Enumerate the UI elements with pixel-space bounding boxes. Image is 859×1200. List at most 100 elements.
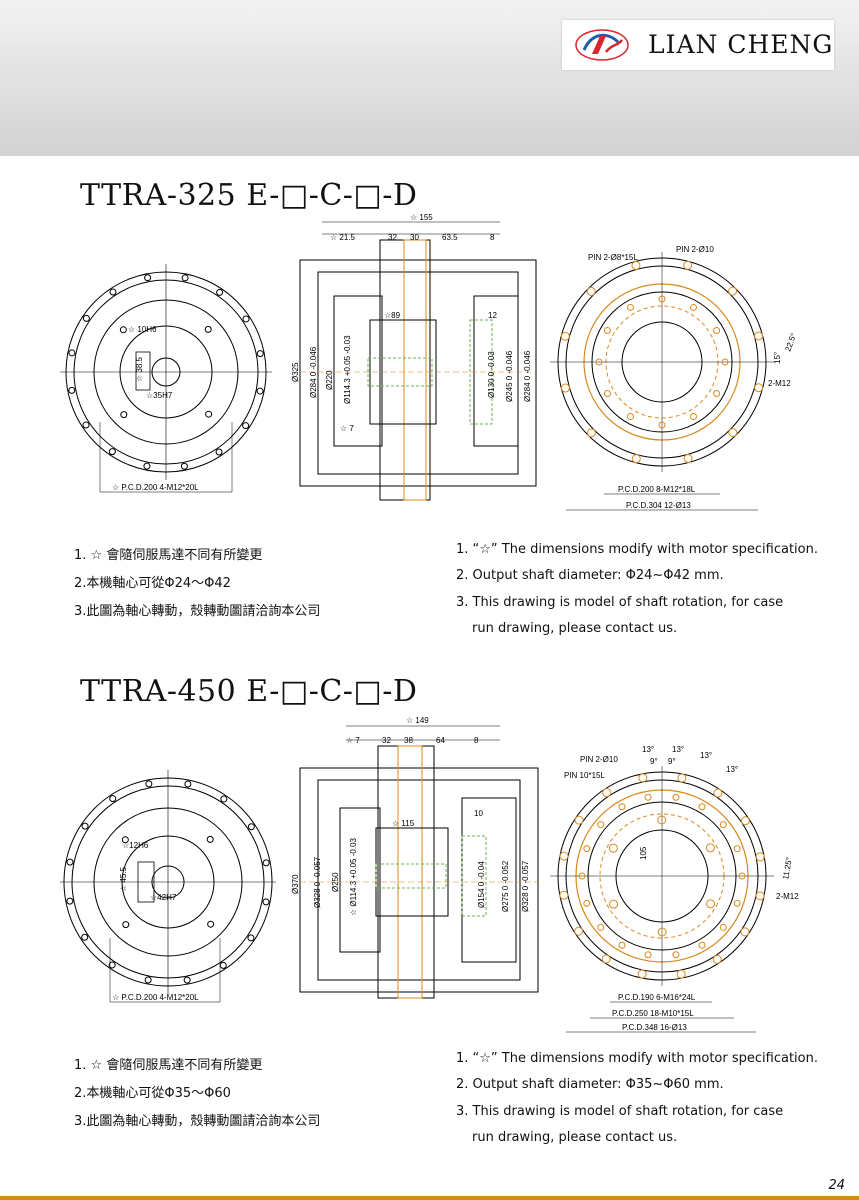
bolt-hole — [638, 773, 648, 783]
svg-text:☆12H6: ☆12H6 — [122, 841, 149, 850]
bolt-hole — [733, 845, 741, 853]
bolt-hole — [683, 454, 693, 464]
svg-text:☆35H7: ☆35H7 — [146, 391, 173, 400]
svg-text:☆ Ø114.3 +0.05 -0.03: ☆ Ø114.3 +0.05 -0.03 — [349, 837, 358, 916]
bolt-hole — [644, 793, 652, 801]
bolt-hole — [181, 274, 189, 282]
note-zh-2-2: 2.本機軸心可從Φ35～Φ60 — [74, 1086, 231, 1101]
bolt-hole — [728, 428, 738, 438]
bolt-hole — [184, 780, 192, 788]
svg-text:8: 8 — [474, 736, 479, 745]
side-view-325 — [299, 221, 537, 501]
bolt-hole — [601, 954, 611, 964]
svg-text:10: 10 — [474, 809, 483, 818]
bolt-hole — [631, 260, 641, 270]
bolt-hole — [247, 934, 255, 942]
pcd-label: ☆ P.C.D.200 4-M12*20L — [112, 483, 199, 492]
note-en-2-1: 1. “☆” The dimensions modify with motor … — [456, 1051, 818, 1066]
svg-text:☆ 155: ☆ 155 — [410, 213, 433, 222]
svg-text:Ø370: Ø370 — [291, 874, 300, 894]
pcd-mid-label: P.C.D.250 18-M10*15L — [612, 1009, 694, 1018]
bolt-hole — [560, 383, 570, 393]
note-en-2-4: run drawing, please contact us. — [472, 1130, 678, 1145]
bolt-hole — [603, 327, 611, 334]
bolt-hole — [66, 858, 74, 866]
bolt-hole — [109, 288, 117, 296]
bolt-hole — [706, 899, 716, 909]
svg-text:☆ 10H6: ☆ 10H6 — [128, 325, 157, 334]
bolt-hole — [68, 386, 76, 394]
svg-text:Ø284 0 -0.046: Ø284 0 -0.046 — [523, 350, 532, 402]
bolt-hole — [180, 462, 188, 470]
svg-text:Ø328 0 -0.057: Ø328 0 -0.057 — [521, 860, 530, 912]
rear-view-325 — [550, 252, 774, 472]
bolt-hole — [559, 851, 569, 861]
bolt-hole — [145, 780, 153, 788]
note-en-1-2: 2. Output shaft diameter: Φ24~Φ42 mm. — [456, 568, 724, 583]
svg-text:☆ 7: ☆ 7 — [346, 736, 360, 745]
front-view-450 — [60, 770, 276, 994]
front-view-325-labels: ☆ 10H6 ☆ 38.5 ☆35H7 ☆ P.C.D.200 4-M12*20… — [99, 325, 233, 493]
svg-text:13°: 13° — [726, 765, 738, 774]
bolt-hole — [144, 976, 152, 984]
bolt-hole — [608, 843, 618, 853]
svg-text:2-M12: 2-M12 — [768, 379, 791, 388]
bolt-hole — [205, 410, 213, 418]
rear-view-325-labels: PIN 2-Ø8*15L PIN 2-Ø10 22.5° 15° 2-M12 P… — [566, 245, 798, 511]
bolt-hole — [672, 951, 680, 959]
bolt-hole — [595, 358, 603, 366]
bolt-hole — [658, 295, 666, 303]
svg-text:38: 38 — [404, 736, 413, 745]
side-view-450-dims: ☆ 149 ☆ 7 32 38 64 8 Ø370 Ø328 0 -0.057 … — [291, 716, 530, 916]
pcd-label: ☆ P.C.D.200 4-M12*20L — [112, 993, 199, 1002]
svg-text:PIN 2-Ø10: PIN 2-Ø10 — [580, 755, 618, 764]
svg-text:32: 32 — [388, 233, 397, 242]
note-en-1-4: run drawing, please contact us. — [472, 621, 678, 636]
note-zh-2-1: 1. ☆ 會隨伺服馬達不同有所變更 — [74, 1058, 263, 1073]
bolt-hole — [586, 428, 596, 438]
svg-text:22.5°: 22.5° — [783, 332, 798, 353]
bolt-hole — [740, 927, 750, 937]
bolt-hole — [713, 390, 721, 397]
svg-text:105: 105 — [639, 846, 648, 860]
bolt-hole — [262, 898, 270, 906]
bolt-hole — [672, 793, 680, 801]
bolt-hole — [597, 821, 605, 829]
pcd-outer-label: P.C.D.348 16-Ø13 — [622, 1023, 687, 1032]
brand-logo: LIAN CHENG — [562, 20, 834, 70]
bolt-hole — [108, 961, 116, 969]
bolt-hole — [109, 795, 117, 803]
svg-text:Ø114.3 +0.05 -0.03: Ø114.3 +0.05 -0.03 — [343, 335, 352, 404]
bolt-hole — [122, 921, 130, 929]
bolt-hole — [66, 897, 74, 905]
svg-text:30: 30 — [410, 233, 419, 242]
bolt-hole — [68, 349, 76, 357]
svg-text:13°: 13° — [700, 751, 712, 760]
bolt-hole — [583, 899, 591, 907]
bolt-hole — [120, 411, 128, 419]
svg-text:9°: 9° — [650, 757, 658, 766]
svg-text:Ø250: Ø250 — [331, 872, 340, 892]
bolt-hole — [690, 413, 697, 421]
rear-view-450-labels: PIN 2-Ø10 PIN 10*15L 13° 13° 13° 13° 9° … — [564, 745, 799, 1033]
svg-text:8: 8 — [490, 233, 495, 242]
bolt-hole — [690, 303, 697, 311]
bolt-hole — [677, 773, 687, 783]
bolt-hole — [216, 288, 224, 296]
bolt-hole — [108, 448, 116, 456]
bolt-hole — [719, 821, 727, 829]
bolt-hole — [256, 387, 264, 395]
bolt-hole — [559, 890, 569, 900]
svg-text:Ø284 0 -0.046: Ø284 0 -0.046 — [309, 346, 318, 398]
page-number: 24 — [828, 1178, 845, 1193]
bolt-hole — [583, 845, 591, 853]
bolt-hole — [713, 788, 723, 798]
svg-text:PIN 2-Ø10: PIN 2-Ø10 — [676, 245, 714, 254]
bolt-hole — [81, 822, 89, 830]
lian-cheng-logo-icon — [575, 29, 629, 61]
model-title-1: TTRA-325 E-□-C-□-D — [80, 178, 418, 213]
svg-text:12: 12 — [488, 311, 497, 320]
bolt-hole — [683, 260, 693, 270]
bolt-hole — [119, 326, 127, 334]
svg-text:9°: 9° — [668, 757, 676, 766]
